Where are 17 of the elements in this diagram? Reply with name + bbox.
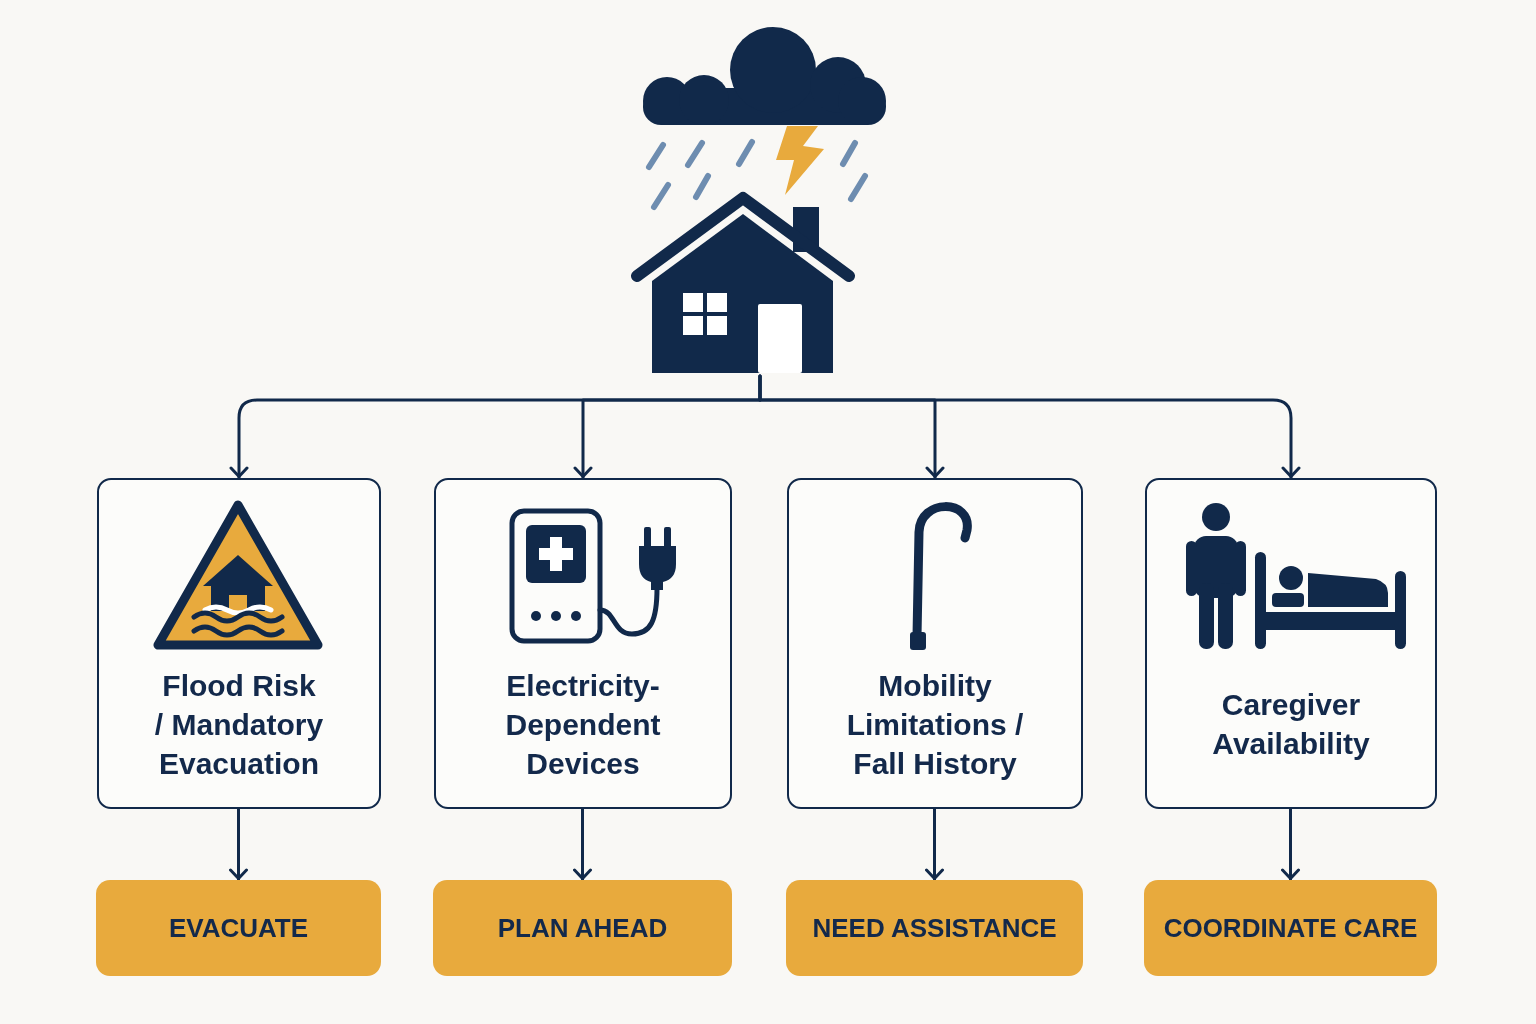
category-card: [434, 478, 732, 809]
category-card: [1145, 478, 1437, 809]
card-label: Flood Risk / Mandatory Evacuation: [154, 667, 324, 782]
action-banner: PLAN AHEAD: [433, 880, 732, 976]
connector-arrow: [1281, 807, 1300, 882]
connector-arrow: [573, 807, 592, 882]
connector-arrow: [925, 807, 944, 882]
action-banner: COORDINATE CARE: [1144, 880, 1437, 976]
action-banner: NEED ASSISTANCE: [786, 880, 1083, 976]
action-banner: EVACUATE: [96, 880, 381, 976]
card-label: Caregiver Availability: [1211, 687, 1371, 762]
card-label: Mobility Limitations / Fall History: [846, 667, 1024, 782]
card-label: Electricity-Dependent Devices: [504, 667, 662, 782]
connector-arrow: [229, 807, 248, 882]
category-card: [787, 478, 1083, 809]
category-card: [97, 478, 381, 809]
connector-arrow: [758, 374, 1301, 480]
